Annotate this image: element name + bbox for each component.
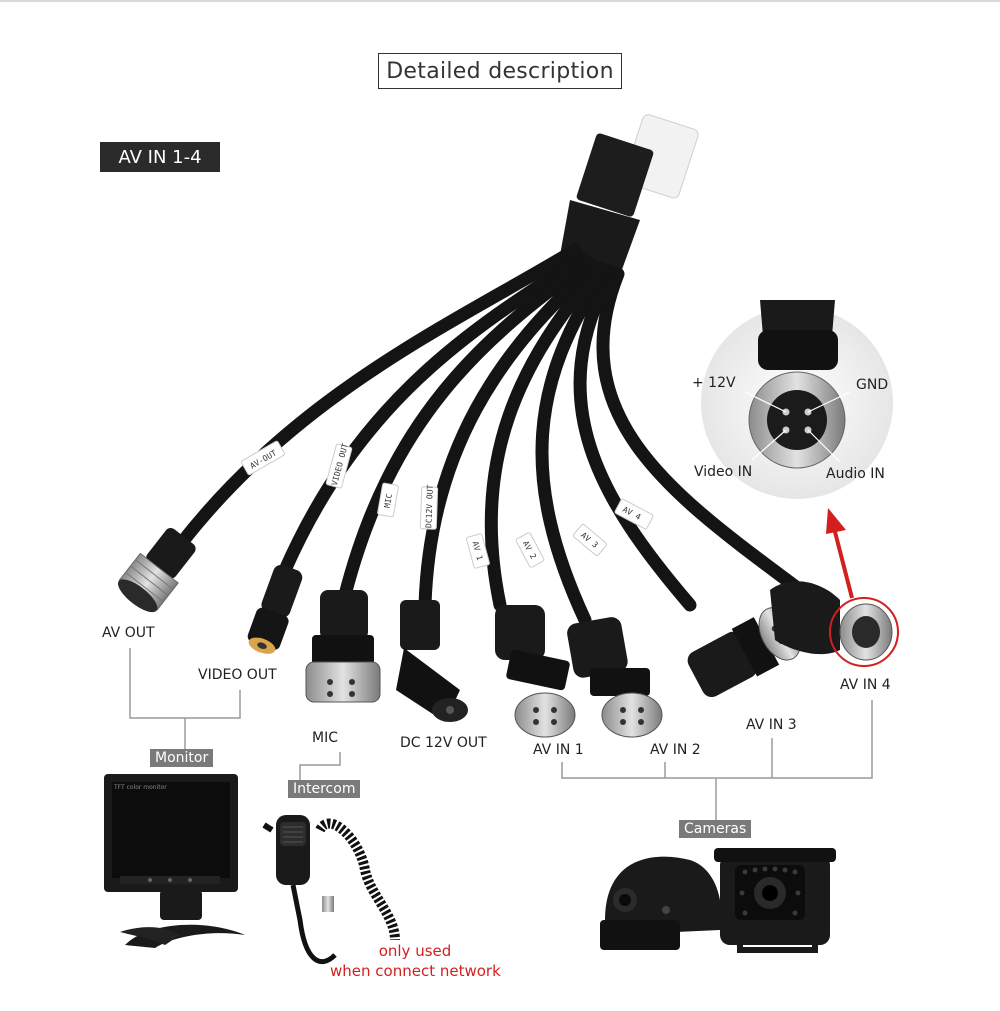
dc-out-connector <box>396 600 468 722</box>
monitor-device <box>104 774 245 948</box>
zoom-arrow <box>832 527 854 599</box>
network-note: only used when connect network <box>330 941 501 981</box>
pin-label-plus12v: + 12V <box>692 375 736 391</box>
av-out-connector <box>117 527 196 613</box>
label-av-in-1: AV IN 1 <box>533 742 584 758</box>
pinout-zoom <box>701 300 893 499</box>
pin-label-gnd: GND <box>856 377 889 393</box>
intercom-microphone <box>262 815 400 964</box>
monitor-brand-text: TFT color monitor <box>113 784 167 791</box>
network-note-line-2: when connect network <box>330 962 501 980</box>
label-mic: MIC <box>312 730 338 746</box>
group-label-cameras: Cameras <box>679 820 752 838</box>
cable-sleeves <box>241 440 654 569</box>
top-divider <box>0 0 1000 2</box>
label-av-in-2: AV IN 2 <box>650 742 701 758</box>
label-dc-out: DC 12V OUT <box>400 735 487 751</box>
label-av-in-3: AV IN 3 <box>746 717 797 733</box>
main-connector <box>560 114 699 275</box>
av-in-1-connector <box>495 605 576 738</box>
section-tag: AV IN 1-4 <box>100 142 220 172</box>
cables <box>173 243 807 627</box>
network-note-line-1: only used <box>378 942 452 960</box>
label-av-in-4: AV IN 4 <box>840 677 891 693</box>
group-brackets <box>129 648 873 820</box>
group-label-intercom: Intercom <box>288 780 361 798</box>
page-title: Detailed description <box>378 53 622 89</box>
video-out-connector <box>247 564 303 654</box>
sleeve-text-mic: MIC <box>383 493 394 509</box>
dome-camera <box>600 856 722 950</box>
pin-label-video-in: Video IN <box>694 464 753 480</box>
label-av-out: AV OUT <box>102 625 155 641</box>
sleeve-text-dc-out: DC12V OUT <box>424 484 435 528</box>
box-camera <box>714 848 836 953</box>
mic-connector <box>305 590 381 703</box>
av-in-4-highlight-circle <box>829 597 899 667</box>
group-label-monitor: Monitor <box>150 749 214 767</box>
zoom-arrow-head <box>826 508 846 534</box>
label-video-out: VIDEO OUT <box>198 667 277 683</box>
av-in-4-connector <box>770 581 893 661</box>
av-in-2-connector <box>567 617 663 738</box>
pin-label-audio-in: Audio IN <box>826 466 885 482</box>
